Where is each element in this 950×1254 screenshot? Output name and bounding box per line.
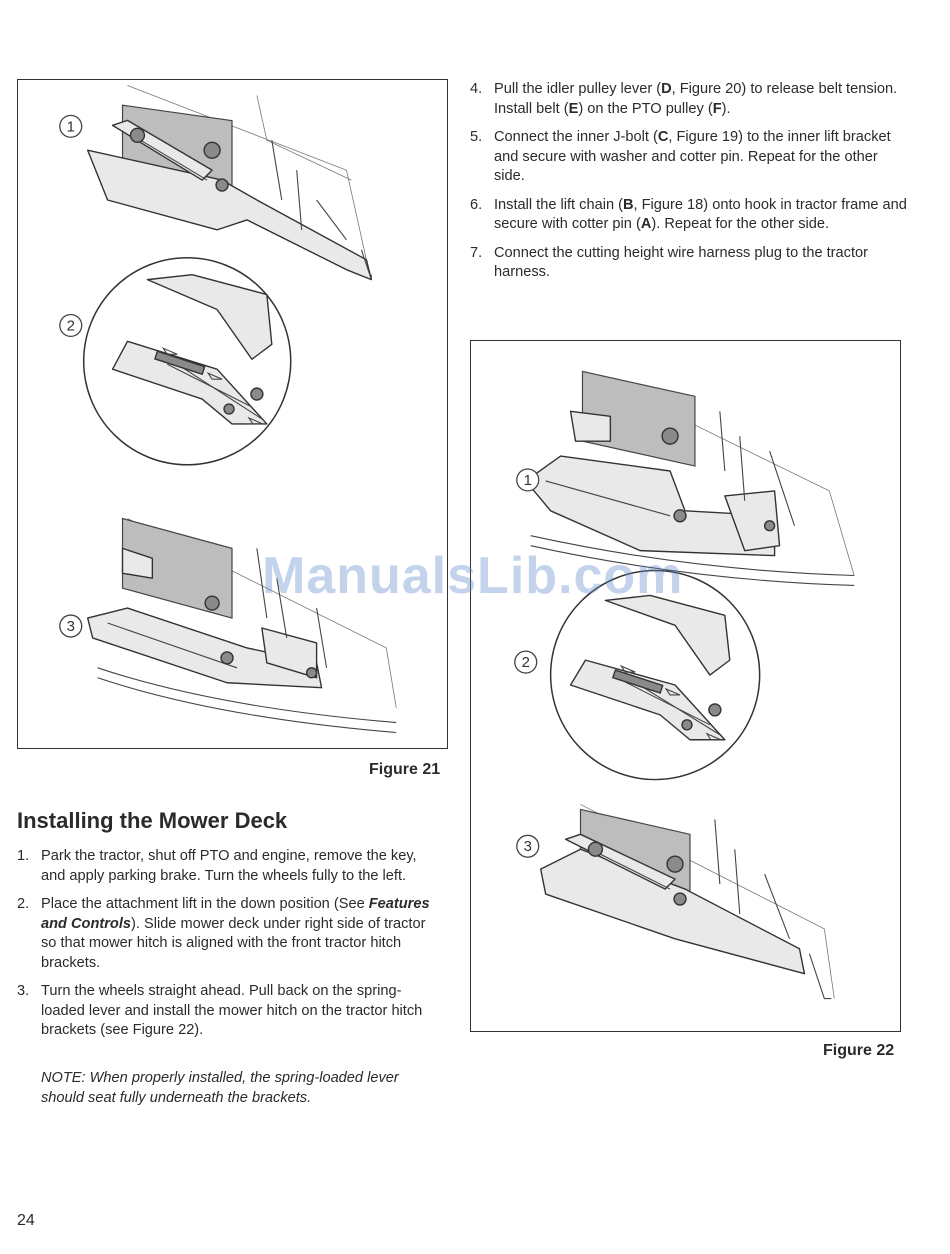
fig22-panel-1-hitch — [525, 370, 855, 587]
svg-text:1: 1 — [524, 472, 532, 489]
fig22-marker-1: 1 — [516, 468, 540, 492]
figure-22-illustration: 1 2 3 — [470, 340, 901, 1032]
step-6: 6. Install the lift chain (B, Figure 18)… — [470, 196, 907, 233]
fig22-panel-3-hitch — [539, 804, 835, 1000]
step-5: 5. Connect the inner J-bolt (C, Figure 1… — [470, 129, 891, 184]
svg-text:2: 2 — [67, 317, 75, 334]
step-3: 3. Turn the wheels straight ahead. Pull … — [17, 983, 423, 1038]
page-number: 24 — [17, 1212, 35, 1229]
fig22-panel-2-detail — [549, 569, 761, 781]
figure-22-drawing: 1 2 3 — [514, 370, 855, 1000]
svg-text:2: 2 — [522, 654, 530, 671]
svg-text:3: 3 — [67, 618, 75, 635]
installation-steps: 1. Park the tractor, shut off PTO and en… — [17, 847, 437, 1050]
figure-21-drawing: 1 2 3 — [59, 85, 397, 734]
figure-21-illustration: 1 2 3 — [17, 79, 448, 749]
step-2: 2. Place the attachment lift in the down… — [17, 896, 430, 971]
fig22-marker-3: 3 — [516, 834, 540, 858]
installation-note: NOTE: When properly installed, the sprin… — [41, 1070, 399, 1106]
svg-text:3: 3 — [524, 838, 532, 855]
fig21-panel-1-hitch — [86, 85, 373, 281]
fig22-marker-2: 2 — [514, 650, 538, 674]
fig21-marker-3: 3 — [59, 614, 83, 638]
figure-21-caption: Figure 21 — [369, 761, 441, 778]
fig21-marker-2: 2 — [59, 313, 83, 338]
fig21-marker-1: 1 — [59, 114, 83, 138]
section-title: Installing the Mower Deck — [17, 808, 288, 833]
fig21-panel-2-detail — [82, 256, 292, 466]
fig21-panel-3-hitch — [86, 517, 397, 734]
figure-22-caption: Figure 22 — [823, 1042, 895, 1059]
installation-steps-continued: 4. Pull the idler pulley lever (D, Figur… — [470, 80, 910, 292]
step-7: 7. Connect the cutting height wire harne… — [470, 244, 868, 281]
step-1: 1. Park the tractor, shut off PTO and en… — [17, 848, 417, 884]
features-and-controls-reference: Features and Controls — [41, 896, 430, 932]
svg-text:1: 1 — [67, 118, 75, 135]
step-4: 4. Pull the idler pulley lever (D, Figur… — [470, 81, 898, 117]
